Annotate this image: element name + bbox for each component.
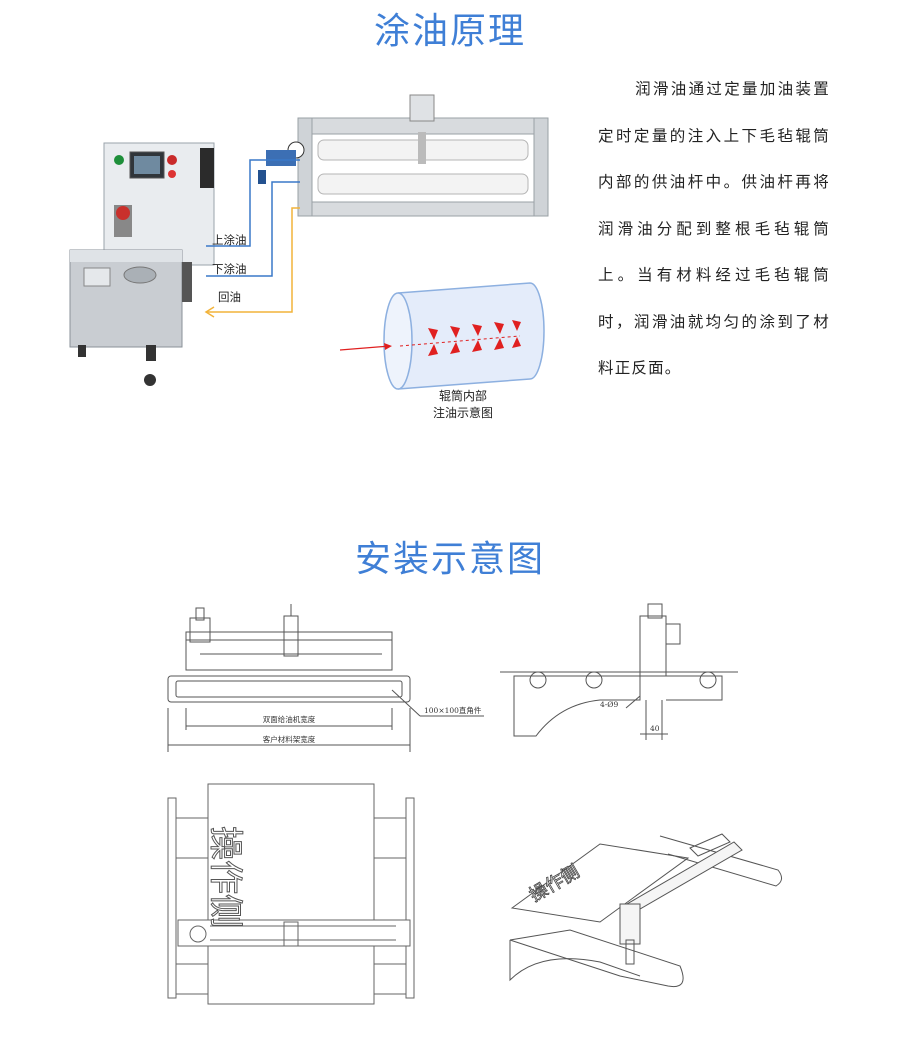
dim-machine-width: 双面给油机宽度: [263, 714, 316, 724]
roller-caption-line2: 注油示意图: [432, 406, 493, 420]
install-side-view: [500, 603, 738, 740]
hole-note: 4-Ø9: [600, 700, 618, 709]
section-title-principle: 涂油原理: [373, 11, 526, 52]
angle-bracket-note: 100×100直角件: [424, 705, 482, 715]
roller-caption-line1: 辊筒内部: [438, 389, 487, 403]
install-front-view: [167, 604, 484, 752]
section-title-installation: 安装示意图: [354, 539, 545, 580]
lower-felt-roller: [317, 173, 529, 195]
principle-description-text: 润滑油通过定量加油装置定时定量的注入上下毛毡辊筒内部的供油杆中。供油杆再将润滑油…: [598, 80, 830, 377]
roller-frame: [258, 94, 549, 217]
label-upper-oil: 上涂油: [212, 233, 247, 247]
install-top-view: [167, 783, 415, 1005]
alarm-indicator-icon: [167, 155, 177, 165]
dim-rack-width: 客户材料架宽度: [263, 734, 316, 744]
roller-injection-illustration: [339, 282, 545, 390]
install-3d-view: [509, 833, 782, 988]
roller-caption: 辊筒内部 注油示意图: [403, 388, 523, 422]
dim-40: 40: [650, 724, 660, 733]
label-lower-oil: 下涂油: [212, 262, 247, 276]
power-indicator-icon: [114, 155, 124, 165]
principle-description: 润滑油通过定量加油装置定时定量的注入上下毛毡辊筒内部的供油杆中。供油杆再将润滑油…: [598, 66, 830, 392]
oil-pipes: [204, 159, 300, 318]
operator-side-label-top: 操作侧: [205, 826, 245, 928]
label-return-oil: 回油: [218, 290, 241, 304]
oiling-machine: [69, 142, 215, 386]
operator-side-label-3d: 操作侧: [526, 861, 583, 906]
